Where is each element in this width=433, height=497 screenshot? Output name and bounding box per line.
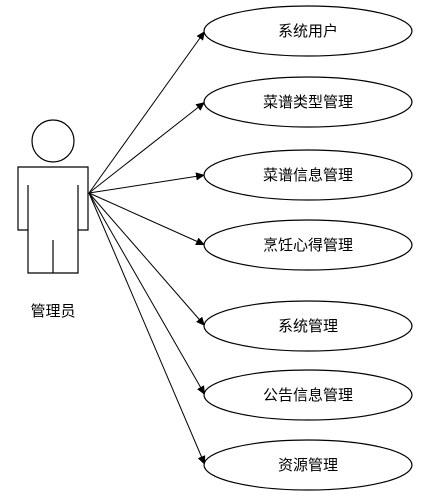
- use-case-label: 资源管理: [278, 456, 338, 474]
- use-case-node: 系统管理: [203, 300, 413, 352]
- use-case-label: 菜谱信息管理: [263, 166, 353, 184]
- use-case-ellipse: [203, 149, 413, 201]
- actor-body: [17, 166, 89, 274]
- actor-figure: [17, 119, 89, 274]
- use-case-node: 烹饪心得管理: [203, 219, 413, 271]
- association-arrow: [88, 172, 206, 194]
- use-case-ellipse: [203, 219, 413, 271]
- actor-head: [31, 119, 75, 163]
- use-case-ellipse: [203, 5, 413, 57]
- association-arrow: [88, 192, 206, 396]
- association-arrow: [88, 30, 206, 194]
- use-case-node: 菜谱类型管理: [203, 76, 413, 128]
- use-case-ellipse: [203, 300, 413, 352]
- use-case-ellipse: [203, 76, 413, 128]
- actor-label: 管理员: [30, 302, 75, 320]
- use-case-label: 烹饪心得管理: [263, 236, 353, 254]
- association-arrow: [88, 192, 206, 327]
- use-case-label: 系统用户: [278, 22, 338, 40]
- association-arrow: [88, 192, 206, 466]
- use-case-node: 菜谱信息管理: [203, 149, 413, 201]
- use-case-node: 系统用户: [203, 5, 413, 57]
- use-case-label: 菜谱类型管理: [263, 93, 353, 111]
- use-case-label: 公告信息管理: [263, 386, 353, 404]
- association-arrow: [88, 101, 206, 194]
- use-case-node: 资源管理: [203, 439, 413, 491]
- use-case-node: 公告信息管理: [203, 369, 413, 421]
- association-arrow: [88, 192, 206, 246]
- association-lines: [88, 30, 206, 466]
- use-case-ellipse: [203, 439, 413, 491]
- use-case-ellipse: [203, 369, 413, 421]
- use-case-label: 系统管理: [278, 317, 338, 335]
